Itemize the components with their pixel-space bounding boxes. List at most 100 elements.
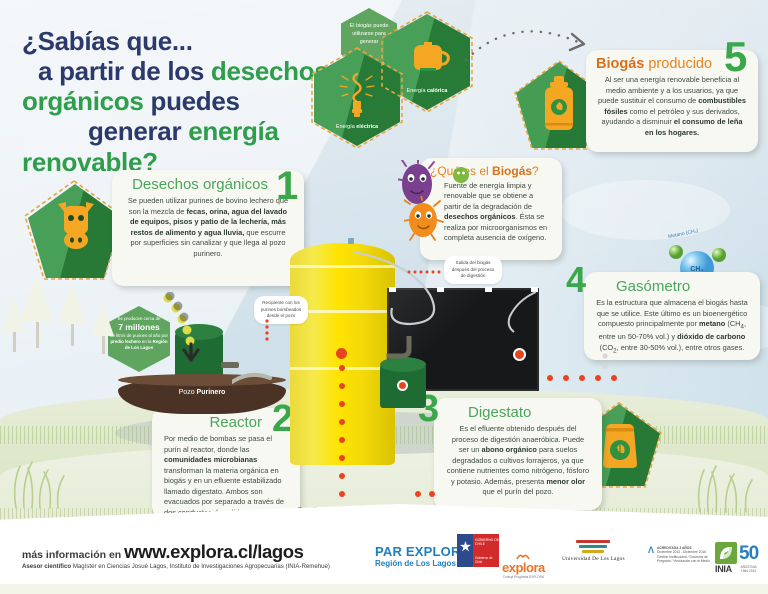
section-card-reactor: Reactor Por medio de bombas se pasa el p… bbox=[152, 408, 300, 518]
arrow-hex-to-biogas bbox=[462, 20, 592, 70]
headline-line-2a: a partir de los bbox=[38, 56, 211, 87]
gobierno-blue-block bbox=[457, 534, 473, 567]
dotted-connector-gasometro-up bbox=[600, 352, 610, 376]
acreditacion-line-2: Diciembre 2013 - Diciembre 2016 bbox=[657, 550, 707, 555]
biogas-def-body: Fuente de energía limpia y renovable que… bbox=[444, 180, 548, 243]
arrow-cow-to-pozo bbox=[160, 291, 208, 370]
tree-4 bbox=[2, 298, 26, 352]
inia-mark-icon bbox=[715, 542, 737, 564]
pump-right-pipe bbox=[383, 335, 413, 362]
ulagos-bars-icon bbox=[576, 540, 611, 553]
stat-line2b: predio lechero bbox=[110, 338, 141, 344]
section-5-body: Al ser una energía renovable beneficia a… bbox=[598, 75, 746, 137]
pump-right-port bbox=[397, 380, 408, 391]
tree-2 bbox=[58, 284, 86, 346]
explora-subtext: Conicyt Programa EXPLORA bbox=[502, 575, 545, 579]
grass-clump-left bbox=[6, 440, 76, 510]
pozo-pipe bbox=[230, 372, 272, 386]
electric-caption-b: eléctrica bbox=[356, 124, 379, 130]
tank-band-1 bbox=[290, 265, 395, 268]
biogas-def-title-c: ? bbox=[532, 164, 539, 178]
stat-big: 7 millones bbox=[118, 321, 160, 332]
section-4-number: 4 bbox=[566, 259, 587, 300]
logo-gobierno-chile: GOBIERNO DE CHILE Gobierno de Chile bbox=[457, 534, 499, 567]
section-5-title-a: Biogás bbox=[596, 56, 645, 72]
gobierno-text-1: GOBIERNO DE CHILE bbox=[475, 538, 499, 547]
pozo-label-b: Purinero bbox=[196, 389, 226, 396]
section-4-title: Gasómetro bbox=[616, 278, 691, 295]
stat-line2a: de litros de purines al año por bbox=[110, 332, 168, 338]
thermal-caption-b: calórica bbox=[427, 88, 448, 94]
gobierno-text-2: Gobierno de Chile bbox=[475, 556, 493, 564]
microbe-green-small bbox=[451, 164, 471, 186]
section-card-desechos-organicos: Desechos orgánicos Se pueden utilizar pu… bbox=[112, 170, 304, 286]
section-card-biogas-producido: Biogás producido Al ser una energía reno… bbox=[586, 50, 758, 152]
acreditacion-line-3: Gestión Institucional / Docencia de Preg… bbox=[657, 554, 710, 564]
hex-dashed-outline-2 bbox=[310, 46, 404, 150]
pentagon-cow-dashed bbox=[22, 178, 126, 282]
bag-clip-4 bbox=[531, 287, 538, 292]
section-1-body: Se pueden utilizar purines de bovino lec… bbox=[127, 196, 289, 258]
logo-universidad-los-lagos: Universidad De Los Lagos bbox=[562, 540, 625, 562]
section-2-number: 2 bbox=[272, 398, 294, 440]
par-explora-line1: PAR EXPLORA bbox=[375, 544, 471, 559]
headline-line-1: ¿Sabías que... bbox=[22, 26, 193, 56]
page-title: ¿Sabías que... a partir de los desechos … bbox=[22, 26, 382, 177]
headline-line-4b: energía bbox=[188, 116, 279, 147]
gas-cylinder-icon bbox=[539, 74, 579, 134]
section-3-title: Digestato bbox=[468, 404, 532, 421]
headline-line-2b: desechos bbox=[210, 56, 329, 87]
logo-explora: explora Conicyt Programa EXPLORA bbox=[502, 552, 545, 579]
grass-clump-right bbox=[688, 444, 762, 514]
hex-electric-energy-shade bbox=[314, 50, 400, 146]
hex-electric-caption: Energía eléctrica bbox=[314, 124, 400, 130]
headline-line-3a: orgánicos bbox=[22, 86, 144, 117]
biogas-def-title: ¿Qué es el Biogás? bbox=[430, 164, 539, 178]
footer-bottom-band bbox=[0, 584, 768, 594]
explora-wordmark: explora bbox=[502, 560, 545, 575]
section-5-title: Biogás producido bbox=[596, 56, 712, 72]
section-3-body: Es el efluente obtenido después del proc… bbox=[446, 424, 590, 497]
section-1-number: 1 bbox=[276, 164, 299, 208]
tank-dotted-down bbox=[337, 362, 347, 504]
card-que-es-biogas: ¿Qué es el Biogás? Fuente de energía lim… bbox=[420, 158, 562, 260]
footer-url[interactable]: www.explora.cl/lagos bbox=[124, 541, 304, 562]
bag-clip-2 bbox=[437, 287, 444, 292]
acreditacion-mark-icon: Λ bbox=[648, 545, 655, 555]
svg-text:CH₄: CH₄ bbox=[690, 266, 703, 273]
headline-line-4a: generar bbox=[88, 116, 189, 147]
footer-more-info-text: más información en bbox=[22, 549, 125, 561]
bag-port bbox=[513, 348, 526, 361]
ulagos-bar-red bbox=[576, 540, 611, 543]
hex-electric-energy bbox=[314, 50, 400, 146]
gobierno-flag-icon: GOBIERNO DE CHILE Gobierno de Chile bbox=[457, 534, 499, 567]
section-2-body: Por medio de bombas se pasa el purín al … bbox=[164, 434, 284, 517]
pozo-label: Pozo Purinero bbox=[118, 389, 286, 396]
bag-clip-3 bbox=[485, 287, 492, 292]
callout-right-dots bbox=[406, 263, 444, 274]
pump-left-valve bbox=[221, 362, 239, 368]
ulagos-wordmark: Universidad De Los Lagos bbox=[562, 556, 625, 562]
tank-valve-top bbox=[348, 238, 354, 244]
logo-inia: INIA 50 AÑOS INIA 1964-2014 bbox=[715, 542, 759, 574]
section-4-body: Es la estructura que almacena el biogás … bbox=[596, 298, 748, 355]
stat-line3a: en la bbox=[140, 338, 153, 344]
stat-line1: Se producen cerca de bbox=[117, 316, 161, 321]
electric-caption-a: Energía bbox=[335, 124, 357, 130]
section-5-title-b: producido bbox=[644, 56, 713, 72]
hex-dashed-outline bbox=[380, 10, 474, 114]
inia-50-sub-b: 1964-2014 bbox=[740, 569, 757, 573]
tank-band-2 bbox=[290, 310, 395, 313]
fertilizer-bag-icon bbox=[598, 420, 642, 470]
microbe-orange bbox=[402, 193, 444, 242]
pump-right-top bbox=[380, 357, 426, 372]
lightbulb-icon bbox=[336, 68, 378, 120]
footer-advisor: Asesor científico Magíster en Ciencias J… bbox=[22, 563, 330, 570]
section-2-title: Reactor bbox=[209, 414, 262, 431]
inia-50-years: 50 bbox=[739, 543, 759, 564]
inia-50-sub-a: AÑOS INIA bbox=[740, 565, 757, 569]
section-5-number: 5 bbox=[724, 33, 748, 80]
biogas-hose bbox=[352, 250, 482, 360]
cloud-1 bbox=[560, 180, 730, 240]
